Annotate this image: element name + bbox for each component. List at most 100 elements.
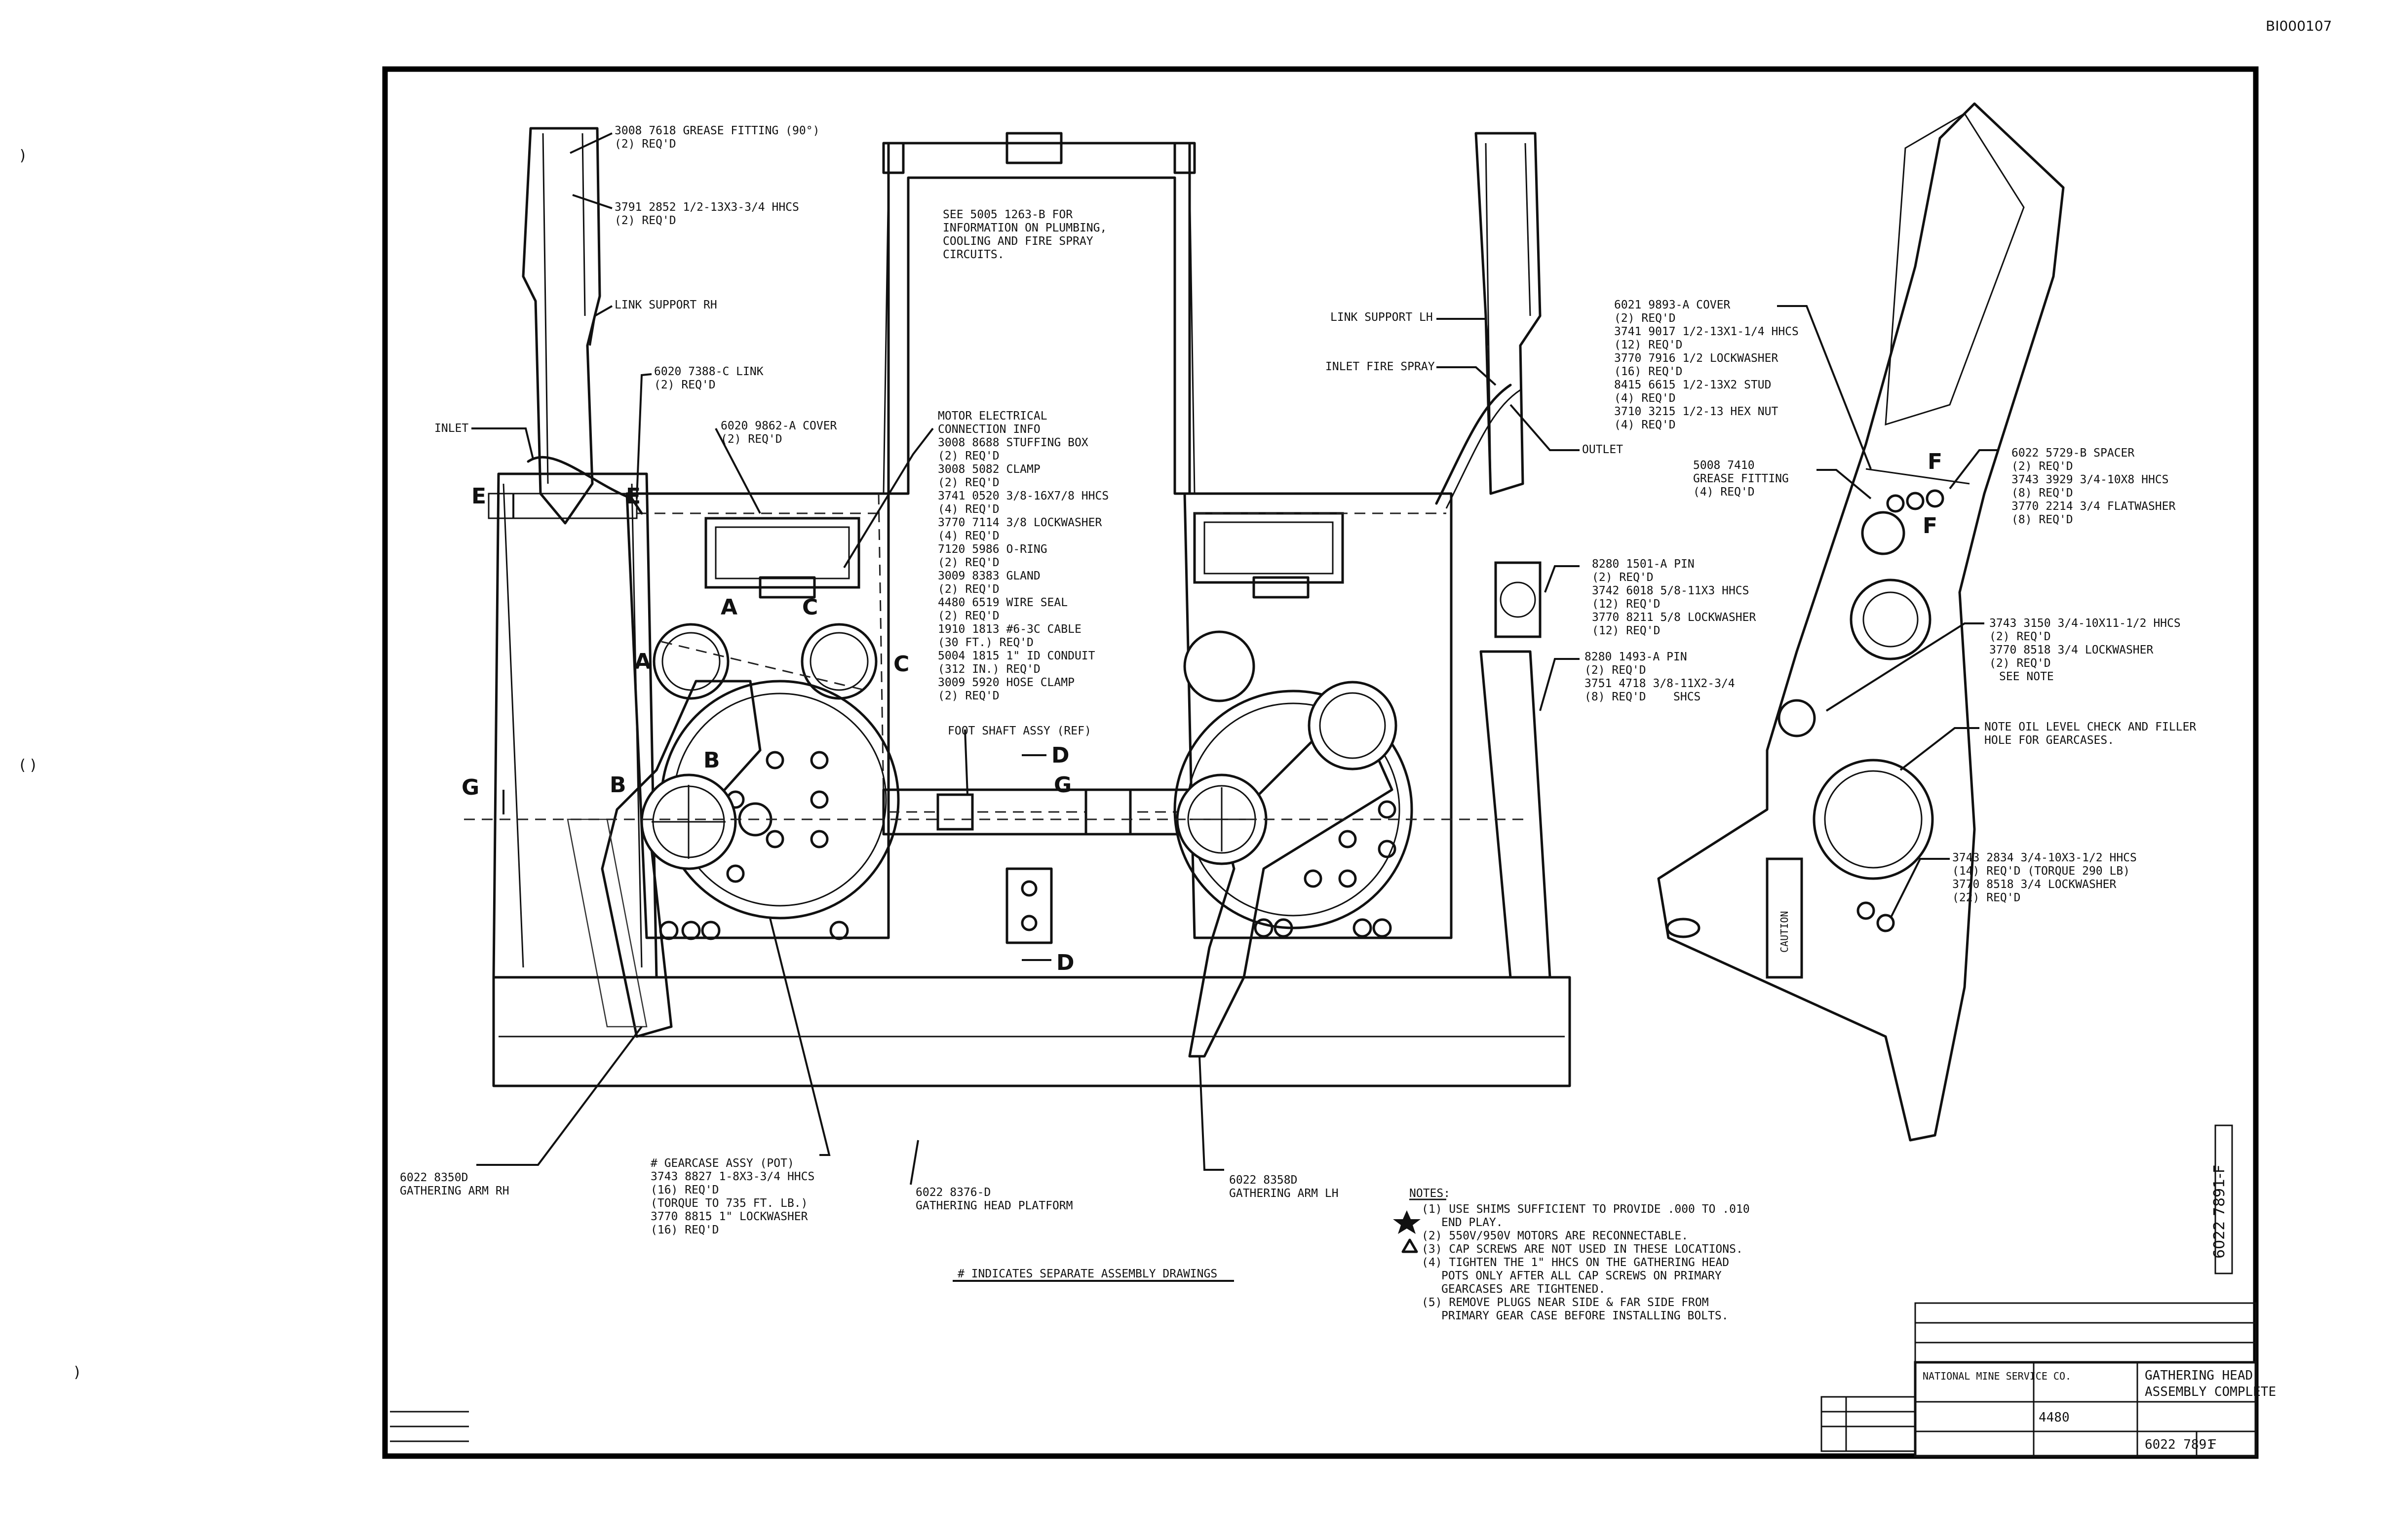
title-block-grid: [1915, 1362, 2256, 1456]
platform-callout-line: 6022 8376-D: [916, 1186, 991, 1199]
motor-tab-right: [1252, 576, 1310, 599]
side-gear-cover-ring: [1862, 591, 1919, 648]
spacer-bolt: [1886, 494, 1905, 513]
center-walls: [883, 177, 1196, 494]
cover-right-callout-line: (4) REQ'D: [1614, 419, 1676, 431]
gearcase-callout: # GEARCASE ASSY (POT)3743 8827 1-8X3-3/4…: [651, 1157, 814, 1236]
motor-electrical-callout-line: 5004 1815 1" ID CONDUIT: [938, 650, 1095, 662]
side-gear-cover: [1850, 578, 1931, 660]
spacer-bolt: [1906, 492, 1925, 510]
motor-electrical-callout-line: 1910 1813 #6-3C CABLE: [938, 623, 1082, 636]
section-marker: B: [610, 772, 626, 798]
section-marker: D: [1051, 743, 1070, 768]
pin-1493-callout-line: 8280 1493-A PIN: [1584, 651, 1687, 663]
separate-assembly-note: # INDICATES SEPARATE ASSEMBLY DRAWINGS: [958, 1268, 1217, 1280]
gearcase-callout-line: # GEARCASE ASSY (POT): [651, 1157, 794, 1170]
inlet-label-line: INLET: [434, 422, 468, 435]
gear-cover-lh-upper: [1308, 681, 1397, 770]
link-support-rh-edges: [542, 133, 586, 484]
side-view-outline: [1657, 102, 2065, 1142]
hhcs-3150-callout-line: 3743 3150 3/4-10X11-1/2 HHCS: [1989, 617, 2181, 630]
mounting-bolt: [1254, 918, 1274, 938]
scan-mark: ): [74, 1364, 80, 1381]
gearcase-callout-line: (TORQUE TO 735 FT. LB.): [651, 1197, 808, 1210]
hhcs-top-callout: 3791 2852 1/2-13X3-3/4 HHCS(2) REQ'D: [615, 201, 799, 227]
gear-bolt: [766, 830, 784, 848]
grease-fitting-callout-line: (2) REQ'D: [615, 138, 676, 151]
note-line: (2) 550V/950V MOTORS ARE RECONNECTABLE.: [1422, 1230, 1688, 1242]
leader-pin-1493: [1539, 658, 1580, 711]
platform-outline: [492, 976, 1571, 1087]
mounting-bolt: [1372, 918, 1392, 938]
pin-1501-callout-line: 3742 6018 5/8-11X3 HHCS: [1592, 584, 1749, 597]
gear-bolt: [766, 751, 784, 770]
side-gearcase: [1813, 759, 1934, 880]
section-marker: E: [471, 484, 486, 509]
scan-mark: ( ): [20, 757, 36, 774]
revision-letter: F: [2209, 1437, 2217, 1452]
revision-box: [1820, 1396, 1916, 1452]
center-top-tab: [1005, 132, 1063, 164]
star-symbol: [1393, 1210, 1421, 1234]
notes-table-rows: [1915, 1322, 2256, 1363]
foot-shaft-label: FOOT SHAFT ASSY (REF): [948, 725, 1091, 737]
motor-window-right-inner: [1203, 521, 1334, 575]
gathering-arm-rh-callout-line: GATHERING ARM RH: [400, 1185, 509, 1197]
vertical-drawing-number: 6022 7891-F: [2211, 1165, 2228, 1259]
side-bolt: [1876, 914, 1895, 932]
section-marker: G: [462, 775, 479, 800]
callout-layer: 3008 7618 GREASE FITTING (90°)(2) REQ'D3…: [400, 124, 2196, 1280]
mounting-bolt: [701, 921, 721, 940]
motor-electrical-callout-line: (4) REQ'D: [938, 503, 1000, 516]
cover-right-callout-line: 3710 3215 1/2-13 HEX NUT: [1614, 405, 1778, 418]
leader-spacer: [1949, 449, 1999, 490]
gearcase-callout-line: (16) REQ'D: [651, 1224, 719, 1236]
gear-cover-right-small: [1183, 630, 1255, 702]
leader-hhcs-3150: [1825, 622, 1984, 712]
pin-1493-callout-line: (8) REQ'D: [1584, 691, 1646, 703]
leader-outlet: [1509, 404, 1580, 451]
border-frame: [382, 66, 2259, 1459]
center-view: [882, 132, 1196, 944]
note-line: END PLAY.: [1441, 1216, 1503, 1229]
shaft-coupling: [1084, 788, 1132, 836]
side-bolt: [1856, 901, 1875, 920]
cover-right-callout-line: (2) REQ'D: [1614, 312, 1676, 325]
link-support-lh-label: LINK SUPPORT LH: [1330, 311, 1433, 324]
section-marker: F: [1928, 449, 1942, 474]
right-side-plate: [1479, 650, 1551, 979]
motor-electrical-callout-line: 3770 7114 3/8 LOCKWASHER: [938, 516, 1102, 529]
grease-fitting-right-callout-line: (4) REQ'D: [1693, 486, 1755, 499]
leader-link-support-rh: [589, 305, 613, 346]
inlet-pipe: [527, 456, 643, 515]
left-gearcase-body: [625, 492, 890, 939]
leader-gathering-arm-lh: [1198, 1056, 1224, 1171]
note-line: (5) REMOVE PLUGS NEAR SIDE & FAR SIDE FR…: [1422, 1296, 1709, 1309]
motor-electrical-callout-line: 3009 5920 HOSE CLAMP: [938, 676, 1075, 689]
section-marker: E: [626, 484, 641, 509]
platform-callout-line: GATHERING HEAD PLATFORM: [916, 1199, 1073, 1212]
mounting-bolt: [659, 921, 679, 940]
gear-cover-c-left: [801, 623, 878, 700]
section-marker-arrows: [502, 494, 1051, 961]
side-pin-upper: [1861, 511, 1905, 555]
arm-hub-rh-cross: [652, 785, 726, 859]
pin-1501-callout-line: 3770 8211 5/8 LOCKWASHER: [1592, 611, 1756, 624]
motor-electrical-callout-line: (2) REQ'D: [938, 450, 1000, 462]
motor-electrical-callout-line: (2) REQ'D: [938, 476, 1000, 489]
leader-inlet-fire-spray: [1436, 366, 1497, 386]
pin-1493-callout-line: (2) REQ'D: [1584, 664, 1646, 677]
section-marker: C: [893, 652, 909, 677]
note-line: (3) CAP SCREWS ARE NOT USED IN THESE LOC…: [1422, 1243, 1743, 1256]
caution-plate: [1766, 857, 1803, 979]
section-markers: A A B B C C D D E E F F G G: [462, 449, 1942, 975]
hhcs-2834-callout-line: (22) REQ'D: [1952, 891, 2020, 904]
link-callout-line: (2) REQ'D: [654, 379, 716, 391]
